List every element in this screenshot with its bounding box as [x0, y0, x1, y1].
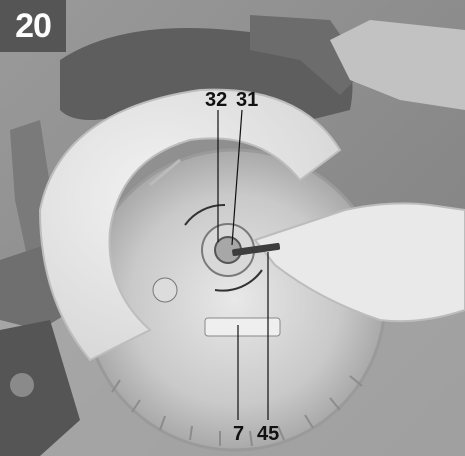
knob-icon [10, 373, 34, 397]
sleeve [330, 20, 465, 110]
blade-teeth [111, 375, 363, 447]
callout-31: 31 [236, 89, 259, 111]
gloved-hand-icon [253, 202, 465, 323]
callout-7: 7 [233, 423, 245, 445]
blade-guard [38, 88, 342, 362]
hex-key-icon [232, 242, 281, 257]
blade-logo-icon [152, 277, 178, 303]
blade-sticker [204, 317, 281, 337]
base-plate [0, 320, 80, 456]
handle-top [250, 15, 365, 95]
loosen-arrow-icon [214, 269, 263, 292]
tighten-arrow-icon [184, 203, 226, 226]
figure-number-badge: 20 [0, 0, 66, 52]
rotation-arrow-icon [149, 158, 181, 187]
callout-32: 32 [205, 89, 228, 111]
callout-45: 45 [257, 423, 280, 445]
leader-31 [231, 109, 243, 246]
